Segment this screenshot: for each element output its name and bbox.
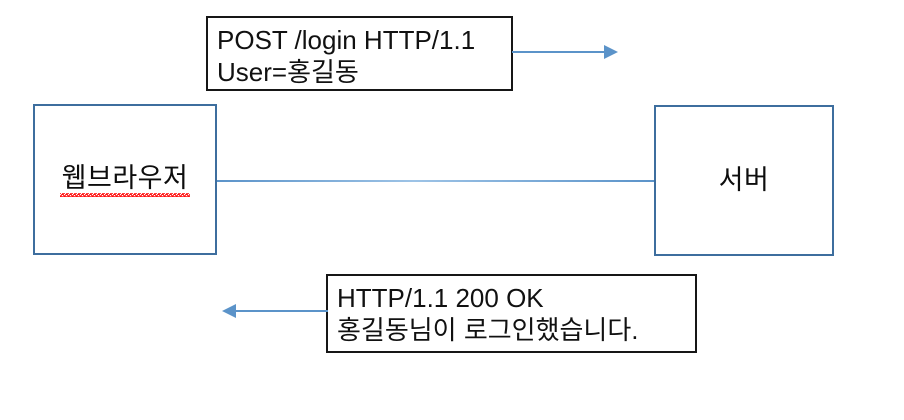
- message-response-line-1: HTTP/1.1 200 OK: [337, 283, 544, 313]
- arrow-request-right-icon: [512, 45, 618, 59]
- spellcheck-underline: 웹브라우저: [59, 163, 191, 197]
- message-response-line-2: 홍길동님이 로그인했습니다.: [337, 315, 639, 345]
- message-box-response[interactable]: HTTP/1.1 200 OK 홍길동님이 로그인했습니다.: [326, 274, 697, 353]
- connector-browser-server: [217, 180, 654, 182]
- node-web-browser[interactable]: 웹브라우저: [33, 104, 217, 255]
- node-server[interactable]: 서버: [654, 105, 834, 256]
- message-box-request[interactable]: POST /login HTTP/1.1 User=홍길동: [206, 16, 513, 91]
- message-request-line-1: POST /login HTTP/1.1: [217, 25, 476, 55]
- message-request-line-2: User=홍길동: [217, 57, 359, 87]
- node-web-browser-label: 웹브라우저: [59, 163, 191, 197]
- arrow-response-left-icon: [222, 304, 328, 318]
- node-server-label: 서버: [718, 165, 770, 195]
